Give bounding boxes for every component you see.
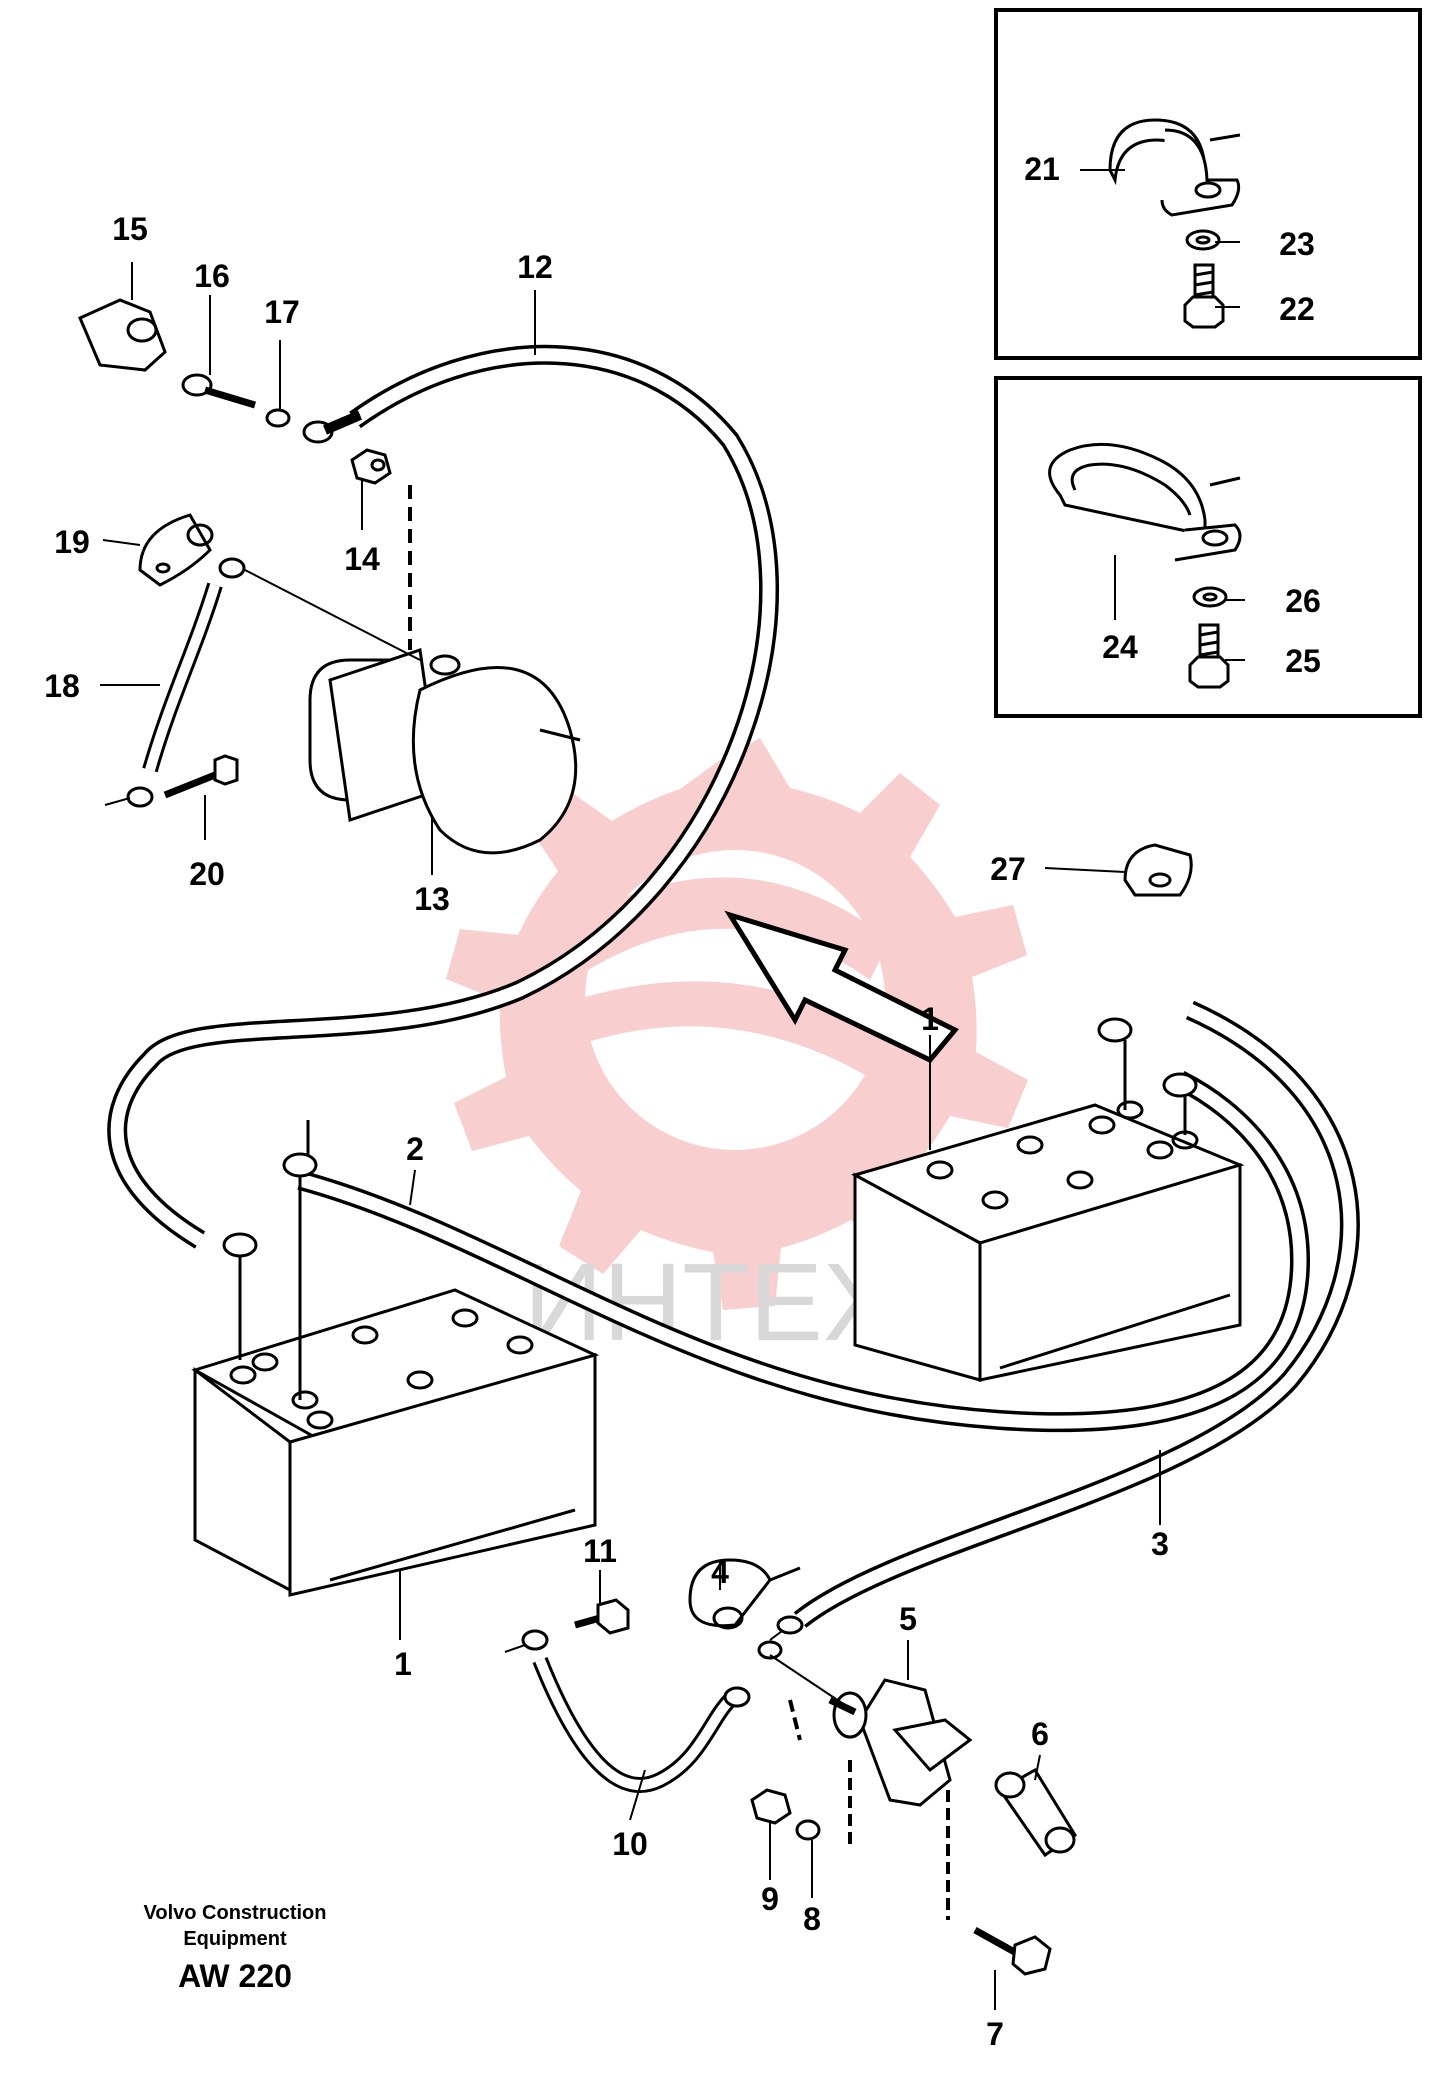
callout-14: 14 [344,541,380,577]
callout-10: 10 [612,1826,648,1862]
callout-24: 24 [1102,629,1138,665]
callout-1b: 1 [394,1646,412,1682]
callout-5: 5 [899,1601,917,1637]
callout-20: 20 [189,856,225,892]
maker-line-1: Volvo Construction [143,1902,327,1924]
callout-19: 19 [54,524,90,560]
cable-3-lug [776,1615,804,1635]
washer-23 [1185,229,1221,251]
starter-motor-13 [308,648,581,855]
callout-25: 25 [1285,643,1321,679]
bolt-22 [1183,263,1225,329]
washer-8 [795,1819,821,1841]
callout-18: 18 [44,668,80,704]
screw-11 [574,1598,630,1635]
callout-15: 15 [112,211,148,247]
callout-11: 11 [583,1533,617,1569]
callout-22: 22 [1279,291,1315,327]
callout-6: 6 [1031,1716,1049,1752]
callout-26: 26 [1285,583,1321,619]
callout-12: 12 [517,249,553,285]
bolt-7 [973,1926,1052,1976]
washer-26 [1192,586,1228,608]
nut-14 [350,448,392,485]
direction-arrow [724,910,959,1064]
maker-line-2: Equipment [183,1928,287,1950]
terminal-clamps [222,1017,1198,1400]
model-name: AW 220 [178,1958,292,1994]
callout-2: 2 [406,1131,424,1167]
terminal-cover-19 [138,513,214,587]
cable-12 [107,344,780,1249]
inset-box-clamp-oval [994,376,1422,718]
callout-9: 9 [761,1881,779,1917]
washer-17 [265,408,291,428]
callout-4: 4 [711,1554,729,1590]
terminal-cover-4 [688,1558,801,1630]
terminal-cap-27 [1123,843,1193,897]
cable-10 [504,1629,751,1793]
knob-6 [994,1767,1078,1858]
leader-line-18-motor [244,569,421,661]
terminal-cover-15 [78,298,167,372]
callout-1a: 1 [921,1001,939,1037]
callout-27: 27 [990,851,1026,887]
bolt-25 [1188,623,1230,689]
washer-4 [757,1640,783,1660]
clamp-oval [1048,442,1242,562]
callout-13: 13 [414,881,450,917]
battery-right [851,1100,1245,1382]
screw-20 [163,754,239,799]
cable-lug-12 [302,410,362,444]
dashed-leader-10 [788,1699,802,1741]
screw-16 [181,373,257,409]
callout-7: 7 [986,2016,1004,2052]
nut-9 [750,1788,792,1825]
callout-16: 16 [194,258,230,294]
callout-21: 21 [1024,151,1060,187]
inset-box-clamp-round [994,8,1422,360]
cable-2 [297,1071,1311,1433]
callout-23: 23 [1279,226,1315,262]
callout-8: 8 [803,1901,821,1937]
cable-3 [793,1000,1360,1628]
battery-left [191,1288,600,1597]
callout-17: 17 [264,294,300,330]
footer-caption: Volvo Construction Equipment AW 220 [105,1900,365,1995]
cable-18 [104,557,246,808]
clamp-round [1108,118,1241,217]
main-switch-5 [769,1654,973,1807]
leader-lines [100,169,1245,2010]
callout-3: 3 [1151,1526,1169,1562]
